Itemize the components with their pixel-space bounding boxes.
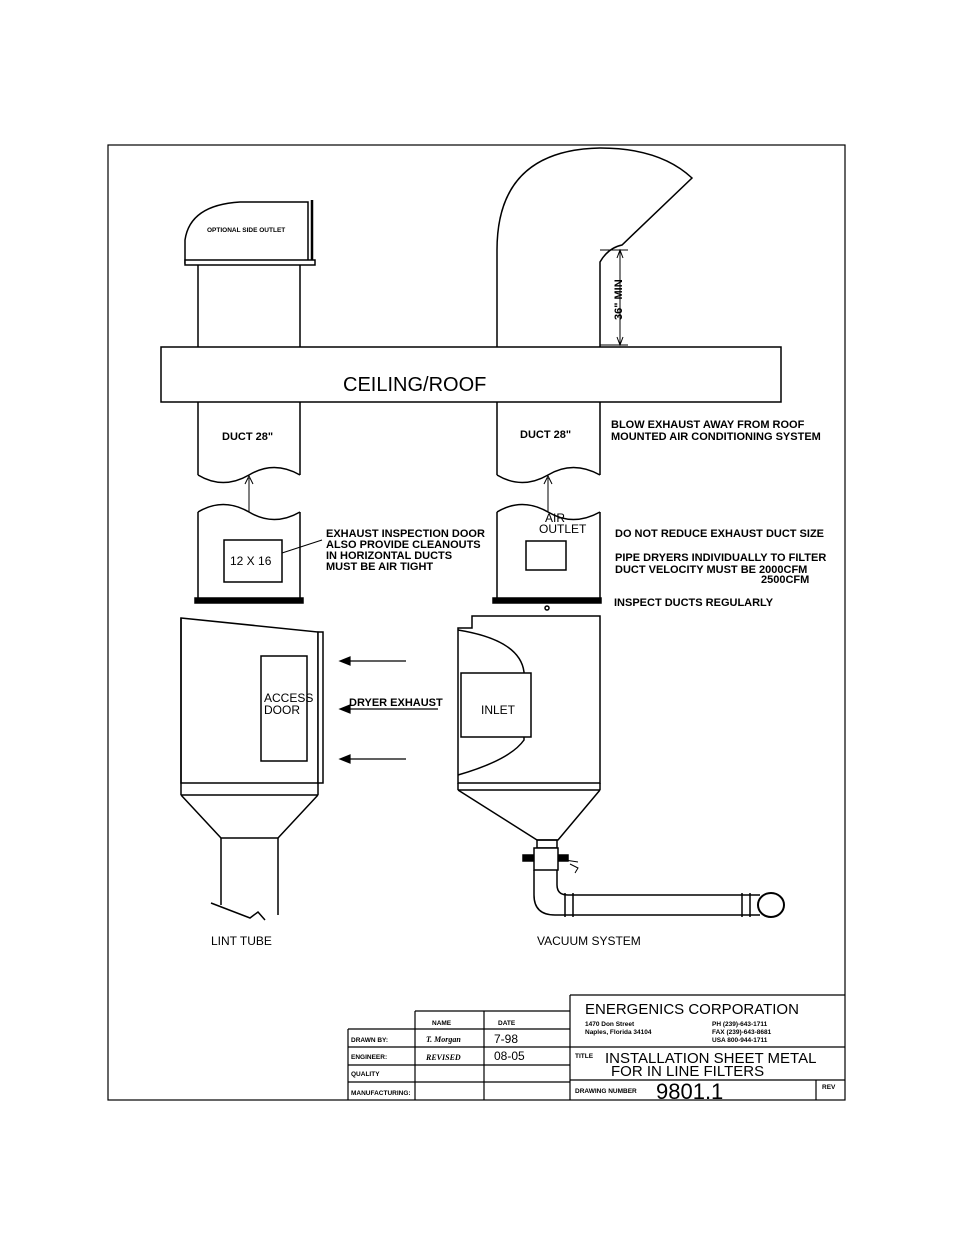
- tb-col-date: DATE: [498, 1020, 516, 1027]
- tb-drawn-by-label: DRAWN BY:: [351, 1037, 388, 1044]
- left-filter-housing: [180, 617, 324, 921]
- label-size-12x16: 12 X 16: [230, 554, 272, 568]
- tb-title-line-1: INSTALLATION SHEET METAL: [605, 1050, 816, 1067]
- tb-engineer-label: ENGINEER:: [351, 1054, 387, 1061]
- tb-drawn-by-date: 7-98: [494, 1032, 518, 1046]
- label-outlet: OUTLET: [539, 522, 587, 536]
- label-optional-side-outlet: OPTIONAL SIDE OUTLET: [207, 227, 285, 234]
- label-inspection-1: EXHAUST INSPECTION DOOR: [326, 528, 485, 540]
- label-duct-left: DUCT 28": [222, 431, 273, 443]
- label-inspection-2: ALSO PROVIDE CLEANOUTS: [326, 539, 481, 551]
- label-blow-exhaust-1: BLOW EXHAUST AWAY FROM ROOF: [611, 419, 805, 431]
- tb-fax: FAX (239)-643-8681: [712, 1029, 772, 1036]
- tb-usa: USA 800-944-1711: [712, 1037, 768, 1044]
- right-filter-housing: [457, 615, 785, 918]
- tb-title-line-2: FOR IN LINE FILTERS: [611, 1063, 764, 1080]
- label-pipe-dryers: PIPE DRYERS INDIVIDUALLY TO FILTER: [615, 552, 826, 564]
- label-door: DOOR: [264, 703, 300, 717]
- label-duct-right: DUCT 28": [520, 429, 571, 441]
- tb-col-name: NAME: [432, 1020, 452, 1027]
- right-duct-lower: [492, 474, 602, 611]
- drawing-border: [107, 144, 846, 1101]
- label-2500cfm: 2500CFM: [761, 574, 809, 586]
- label-vacuum-system: VACUUM SYSTEM: [537, 934, 641, 948]
- ceiling-roof: [160, 346, 782, 403]
- label-duct-velocity: DUCT VELOCITY MUST BE 2000CFM: [615, 564, 807, 576]
- left-duct-lower: [194, 474, 304, 604]
- label-inspection-4: MUST BE AIR TIGHT: [326, 561, 433, 573]
- label-air: AIR: [545, 511, 565, 525]
- label-dryer-exhaust: DRYER EXHAUST: [349, 697, 443, 709]
- tb-drawing-number-label: DRAWING NUMBER: [575, 1088, 637, 1095]
- tb-address-1: 1470 Don Street: [585, 1021, 635, 1028]
- left-duct-upper: [184, 200, 316, 484]
- label-inlet: INLET: [481, 703, 516, 717]
- tb-title-label: TITLE: [575, 1053, 594, 1060]
- tb-engineer-name: REVISED: [425, 1053, 461, 1062]
- label-36-min: 36" MIN: [613, 279, 625, 320]
- label-inspection-3: IN HORIZONTAL DUCTS: [326, 550, 452, 562]
- label-lint-tube: LINT TUBE: [211, 934, 272, 948]
- tb-rev-label: REV: [822, 1084, 836, 1091]
- label-inspect-ducts: INSPECT DUCTS REGULARLY: [614, 597, 774, 609]
- tb-address-2: Naples, Florida 34104: [585, 1029, 652, 1036]
- label-blow-exhaust-2: MOUNTED AIR CONDITIONING SYSTEM: [611, 431, 821, 443]
- tb-phone: PH (239)-643-1711: [712, 1021, 768, 1028]
- label-ceiling-roof: CEILING/ROOF: [343, 374, 486, 396]
- tb-engineer-date: 08-05: [494, 1049, 525, 1063]
- tb-quality-label: QUALITY: [351, 1071, 380, 1078]
- title-block: [347, 994, 845, 1100]
- label-access: ACCESS: [264, 691, 313, 705]
- tb-manufacturing-label: MANUFACTURING:: [351, 1090, 411, 1097]
- dimension-36-min: [600, 248, 628, 347]
- label-no-reduce: DO NOT REDUCE EXHAUST DUCT SIZE: [615, 528, 824, 540]
- tb-drawing-number: 9801.1: [656, 1079, 723, 1104]
- tb-drawn-by-name: T. Morgan: [426, 1035, 461, 1044]
- tb-company: ENERGENICS CORPORATION: [585, 1001, 799, 1018]
- dryer-exhaust-arrows: [338, 656, 438, 764]
